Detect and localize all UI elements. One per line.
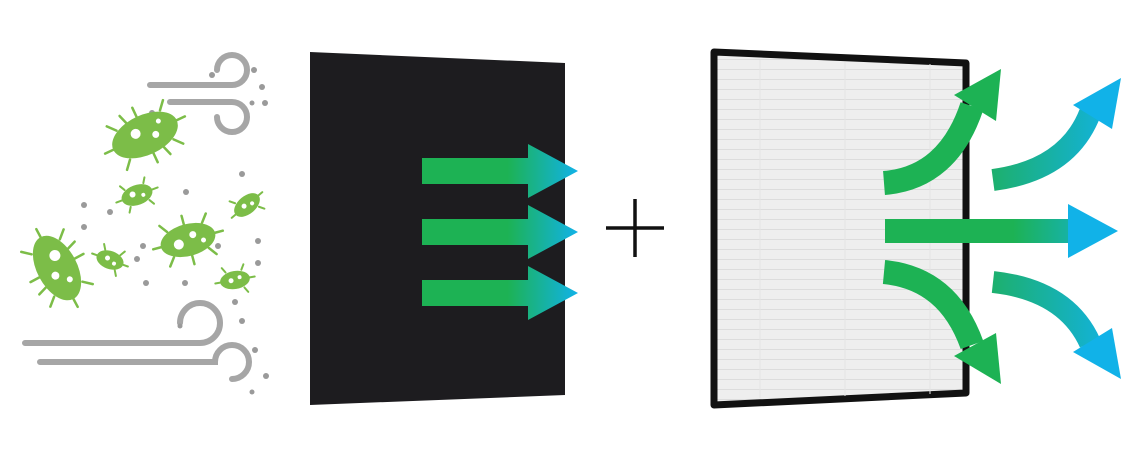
carbon-arrow (422, 205, 578, 259)
carbon-arrow (422, 144, 578, 198)
germ-icon (20, 98, 266, 309)
wind-icon (22, 52, 252, 382)
hepa-arrow (882, 69, 1001, 195)
hepa-filter (710, 48, 1121, 409)
activated-carbon-filter (310, 52, 578, 405)
hepa-arrow (991, 78, 1121, 191)
hepa-arrow (882, 260, 1001, 384)
hepa-arrow (885, 204, 1118, 258)
dust-particle-icon (81, 67, 269, 395)
plus-sign (606, 199, 664, 257)
carbon-arrow (422, 266, 578, 320)
hepa-arrow (991, 271, 1121, 379)
